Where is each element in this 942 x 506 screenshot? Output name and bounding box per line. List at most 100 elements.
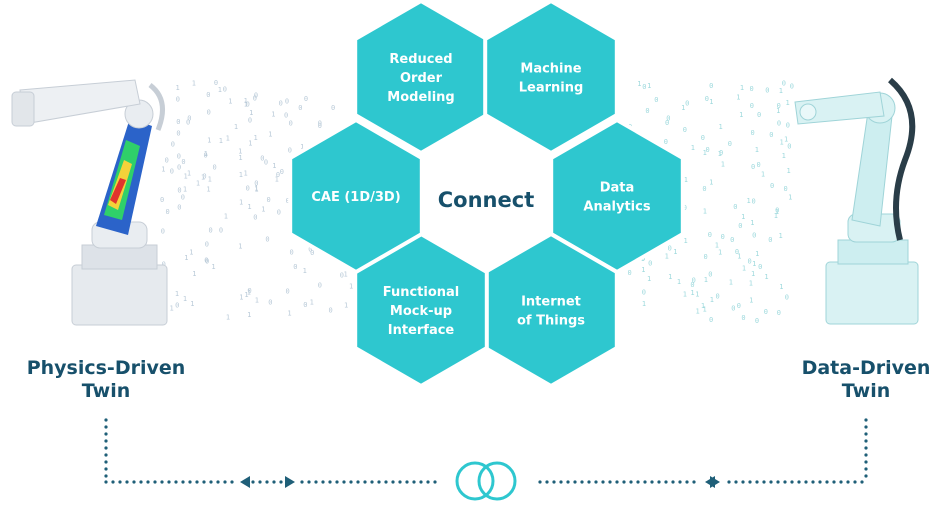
binary-digit: 1 bbox=[303, 267, 307, 275]
binary-digit: 0 bbox=[648, 259, 652, 267]
binary-digit: 0 bbox=[177, 164, 181, 172]
physics-twin-label-line1: Physics-Driven bbox=[27, 357, 186, 379]
hexagon-label: Functional bbox=[383, 285, 460, 300]
connector-dot bbox=[657, 480, 661, 484]
connector-dot bbox=[864, 446, 868, 450]
binary-digit: 0 bbox=[654, 96, 658, 104]
connector-dot bbox=[748, 480, 752, 484]
binary-digit: 0 bbox=[748, 257, 752, 265]
binary-digit: 0 bbox=[318, 122, 322, 130]
connector-dot bbox=[384, 480, 388, 484]
hexagon-6: CAE (1D/3D) bbox=[288, 117, 424, 275]
binary-digit: 0 bbox=[177, 152, 181, 160]
binary-digit: 1 bbox=[709, 98, 713, 106]
hexagon-label: Order bbox=[400, 71, 443, 86]
binary-digit: 1 bbox=[238, 242, 242, 250]
connector-dot bbox=[412, 480, 416, 484]
connector-dot bbox=[307, 480, 311, 484]
binary-digit: 1 bbox=[684, 237, 688, 245]
connector-dot bbox=[188, 480, 192, 484]
connector-dot bbox=[864, 467, 868, 471]
connector-dot bbox=[202, 480, 206, 484]
connector-dot bbox=[272, 480, 276, 484]
binary-digit: 0 bbox=[758, 263, 762, 271]
connector-dot bbox=[104, 446, 108, 450]
binary-digit: 0 bbox=[642, 289, 646, 297]
binary-digit: 1 bbox=[344, 271, 348, 279]
connector-dot bbox=[209, 480, 213, 484]
connector-dot bbox=[160, 480, 164, 484]
binary-digit: 0 bbox=[765, 87, 769, 95]
binary-digit: 0 bbox=[751, 163, 755, 171]
binary-digit: 1 bbox=[673, 248, 677, 256]
binary-digit: 1 bbox=[204, 150, 208, 158]
binary-digit: 1 bbox=[779, 87, 783, 95]
binary-digit: 1 bbox=[287, 310, 291, 318]
connector-dot bbox=[111, 480, 115, 484]
binary-digit: 0 bbox=[708, 271, 712, 279]
binary-digit: 1 bbox=[248, 139, 252, 147]
binary-digit: 1 bbox=[170, 304, 174, 312]
binary-digit: 0 bbox=[205, 240, 209, 248]
binary-digit: 0 bbox=[206, 91, 210, 99]
binary-digit: 1 bbox=[709, 178, 713, 186]
binary-digit: 1 bbox=[187, 170, 191, 178]
binary-digit: 1 bbox=[201, 174, 205, 182]
connector-dot bbox=[573, 480, 577, 484]
binary-digit: 0 bbox=[782, 79, 786, 87]
binary-digit: 0 bbox=[254, 92, 258, 100]
connector-dot bbox=[762, 480, 766, 484]
connector-dot bbox=[587, 480, 591, 484]
binary-digit: 0 bbox=[293, 263, 297, 271]
connector-dot bbox=[104, 432, 108, 436]
binary-digit: 1 bbox=[226, 135, 230, 143]
binary-digit: 0 bbox=[279, 100, 283, 108]
binary-digit: 0 bbox=[187, 114, 191, 122]
connector-dot bbox=[769, 480, 773, 484]
binary-digit: 1 bbox=[208, 176, 212, 184]
connector-dot bbox=[622, 480, 626, 484]
binary-digit: 1 bbox=[247, 311, 251, 319]
binary-digit: 1 bbox=[190, 300, 194, 308]
binary-digit: 0 bbox=[777, 102, 781, 110]
binary-digit: 0 bbox=[735, 248, 739, 256]
binary-digit: 1 bbox=[750, 219, 754, 227]
connector-dot bbox=[734, 480, 738, 484]
binary-digit: 0 bbox=[628, 269, 632, 277]
binary-digit: 1 bbox=[736, 93, 740, 101]
binary-digit: 0 bbox=[186, 119, 190, 127]
connector-dot bbox=[251, 480, 255, 484]
binary-digit: 1 bbox=[786, 99, 790, 107]
binary-digit: 1 bbox=[247, 288, 251, 296]
binary-digit: 0 bbox=[298, 104, 302, 112]
binary-digit: 0 bbox=[755, 317, 759, 325]
binary-digit: 0 bbox=[737, 302, 741, 310]
binary-digit: 0 bbox=[318, 281, 322, 289]
connector-dot bbox=[692, 480, 696, 484]
binary-digit: 0 bbox=[209, 227, 213, 235]
binary-digit: 1 bbox=[755, 146, 759, 154]
binary-digit: 0 bbox=[708, 231, 712, 239]
hexagon-label: Modeling bbox=[387, 90, 454, 105]
binary-digit: 1 bbox=[718, 150, 722, 158]
connector-dot bbox=[825, 480, 829, 484]
connector-dot bbox=[629, 480, 633, 484]
binary-digit: 1 bbox=[219, 137, 223, 145]
connector-dot bbox=[356, 480, 360, 484]
binary-digit: 1 bbox=[244, 170, 248, 178]
binary-digit: 1 bbox=[701, 302, 705, 310]
binary-digit: 0 bbox=[683, 126, 687, 134]
binary-digit: 1 bbox=[775, 208, 779, 216]
binary-digit: 1 bbox=[310, 299, 314, 307]
data-twin-label-line1: Data-Driven bbox=[802, 357, 931, 379]
robot-arm-physics-icon bbox=[11, 79, 168, 326]
binary-digit: 1 bbox=[718, 248, 722, 256]
binary-digit: 0 bbox=[777, 309, 781, 317]
binary-digit: 0 bbox=[176, 118, 180, 126]
connector-dot bbox=[426, 480, 430, 484]
binary-digit: 0 bbox=[280, 168, 284, 176]
binary-digit: 0 bbox=[170, 168, 174, 176]
binary-digit: 0 bbox=[254, 180, 258, 188]
